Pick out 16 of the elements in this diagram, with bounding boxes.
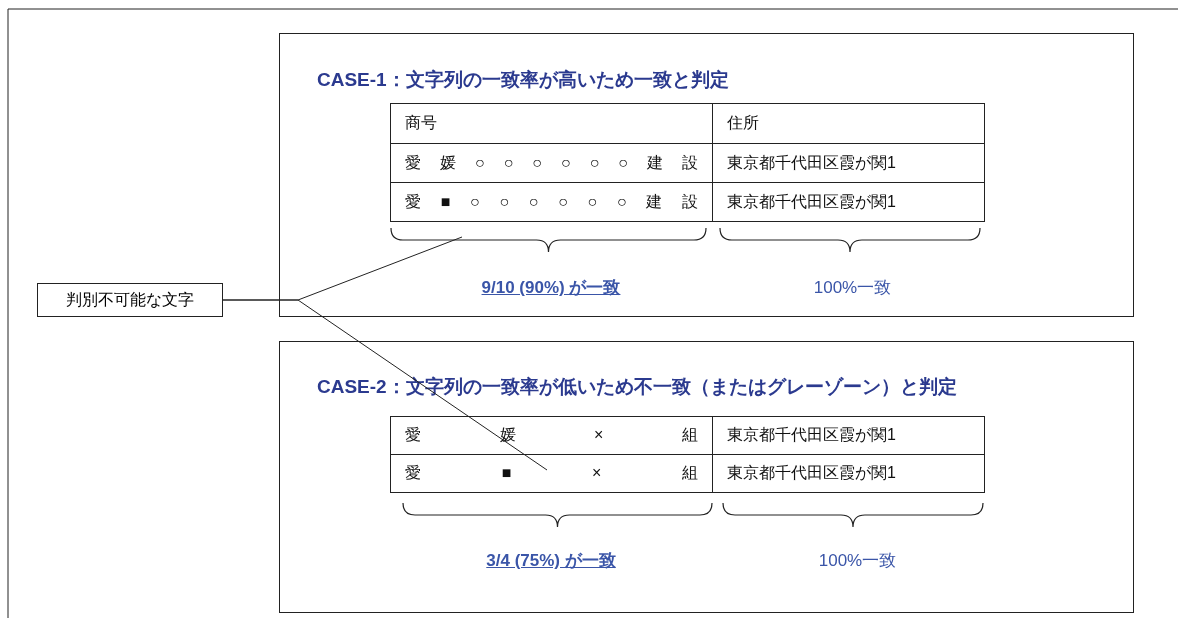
match-rate-text: 3/4 (75%) が一致 — [485, 550, 617, 572]
callout-box: 判別不可能な文字 — [37, 283, 223, 317]
name-cell: 愛媛×組 — [390, 416, 713, 455]
name-cell: 愛■×組 — [390, 454, 713, 493]
header-cell: 住所 — [712, 103, 985, 144]
name-cell: 愛■○○○○○○建設 — [390, 182, 713, 222]
address-cell: 東京都千代田区霞が関1 — [712, 416, 985, 455]
case-heading: CASE-2：文字列の一致率が低いため不一致（またはグレーゾーン）と判定 — [317, 375, 957, 399]
leader-line — [222, 299, 548, 471]
match-rate-text: 100%一致 — [812, 277, 893, 299]
address-cell: 東京都千代田区霞が関1 — [712, 454, 985, 493]
match-rate-text: 9/10 (90%) が一致 — [480, 277, 622, 299]
address-cell: 東京都千代田区霞が関1 — [712, 182, 985, 222]
case-heading: CASE-1：文字列の一致率が高いため一致と判定 — [317, 68, 729, 92]
header-cell: 商号 — [390, 103, 713, 144]
match-rate-text: 100%一致 — [817, 550, 898, 572]
